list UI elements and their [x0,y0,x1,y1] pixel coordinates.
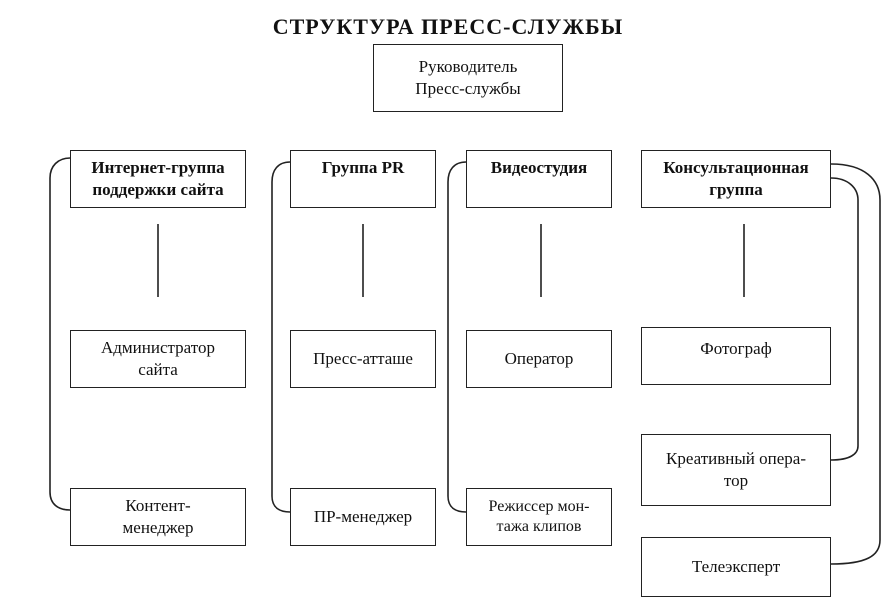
member-box-clip-editor: Режиссер мон- тажа клипов [466,488,612,546]
member-box-creative-operator: Креативный опера- тор [641,434,831,506]
bracket-consult-outer [830,163,881,565]
member-label: Пресс-атташе [313,349,413,368]
group-box-consult: Консультационная группа [641,150,831,208]
member-label: Оператор [504,349,574,368]
group-label: Интернет-группа поддержки сайта [91,158,225,199]
group-box-internet: Интернет-группа поддержки сайта [70,150,246,208]
member-label: Телеэксперт [691,557,781,576]
member-label: Фотограф [700,339,772,358]
diagram-title: СТРУКТУРА ПРЕСС-СЛУЖБЫ [272,14,624,39]
bracket-video [447,161,467,513]
member-box-content-manager: Контент- менеджер [70,488,246,546]
head-box: Руководитель Пресс-службы [373,44,563,112]
bracket-pr [271,161,291,513]
bracket-consult [830,177,859,461]
group-box-video: Видеостудия [466,150,612,208]
member-box-site-admin: Администратор сайта [70,330,246,388]
group-label: Консультационная группа [663,158,809,199]
group-label: Группа PR [321,158,405,177]
head-label: Руководитель Пресс-службы [415,57,521,98]
member-box-pr-manager: ПР-менеджер [290,488,436,546]
member-box-tele-expert: Телеэксперт [641,537,831,597]
bracket-internet [49,157,71,511]
group-label: Видеостудия [490,158,588,177]
member-label: Креативный опера- тор [666,449,806,490]
member-label: Режиссер мон- тажа клипов [488,498,590,535]
member-box-press-attache: Пресс-атташе [290,330,436,388]
member-label: Администратор сайта [101,338,215,379]
group-box-pr: Группа PR [290,150,436,208]
member-box-photographer: Фотограф [641,327,831,385]
member-label: ПР-менеджер [313,507,413,526]
member-box-operator: Оператор [466,330,612,388]
member-label: Контент- менеджер [122,496,194,537]
